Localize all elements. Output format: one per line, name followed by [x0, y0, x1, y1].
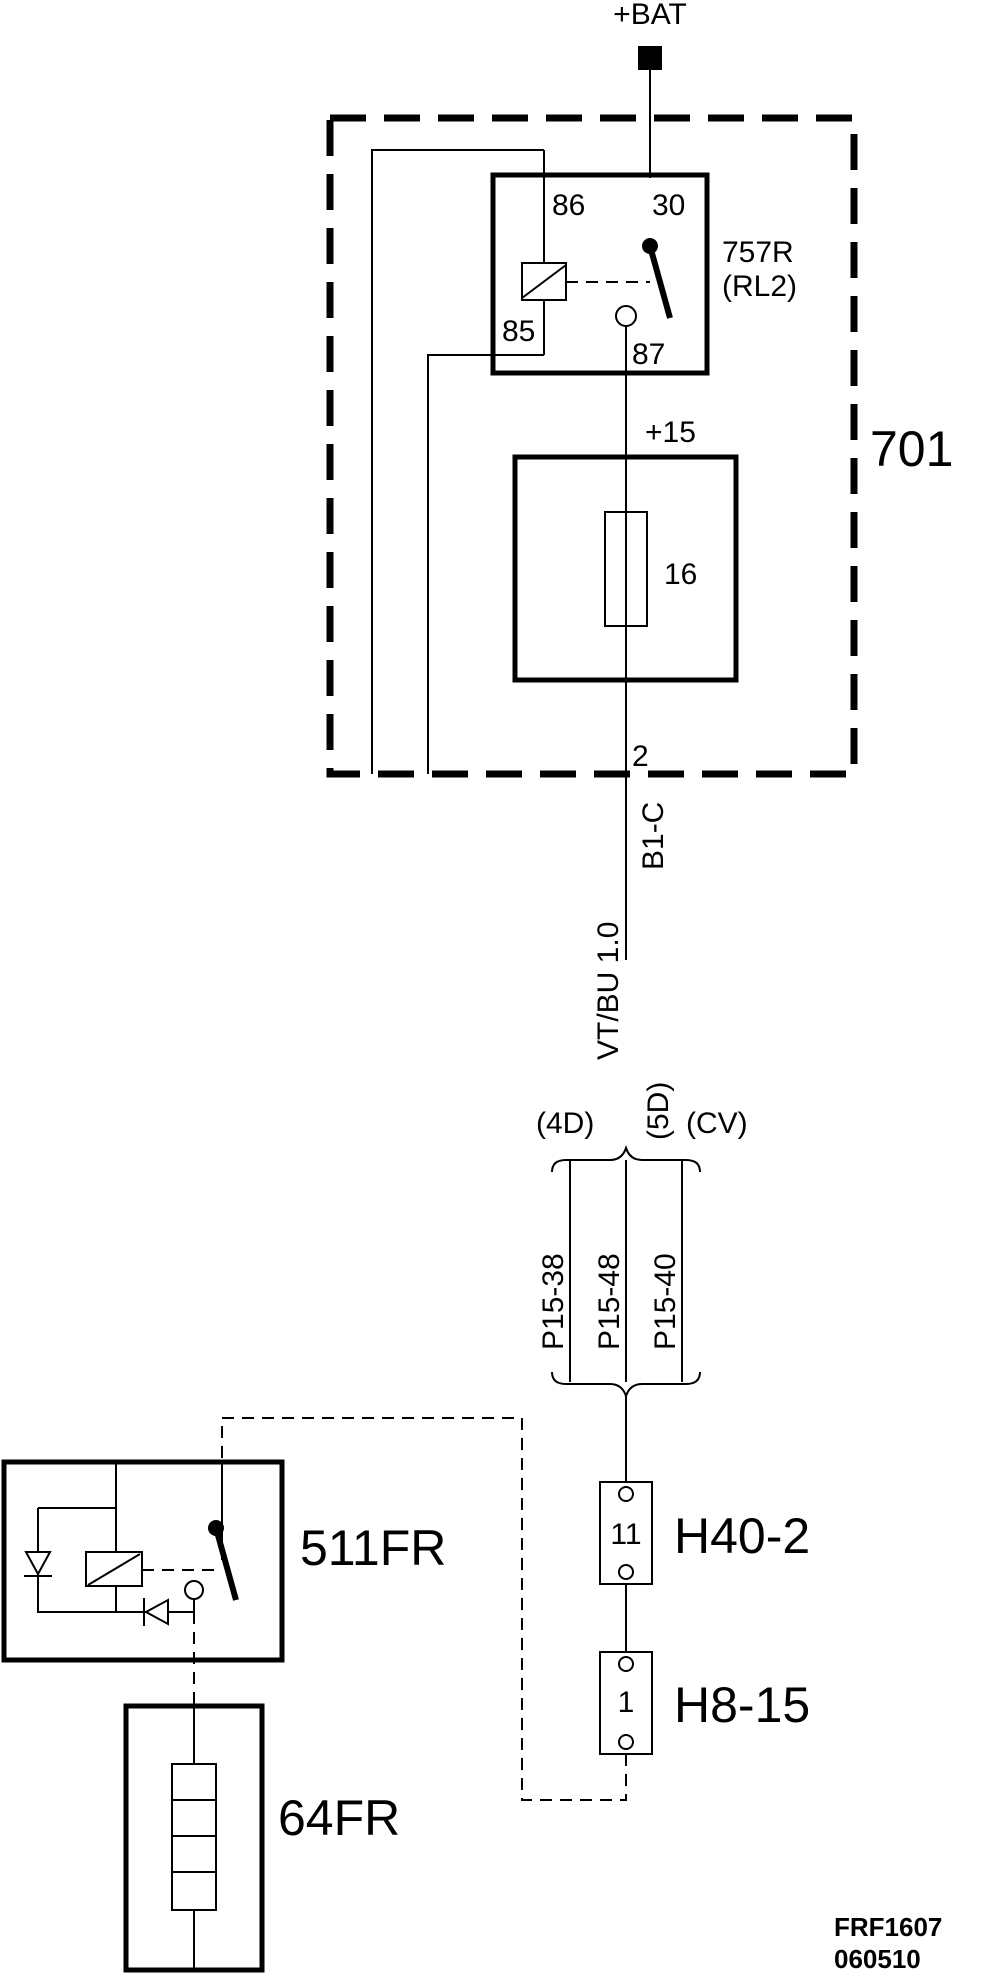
- bat-label: +BAT: [613, 0, 687, 31]
- pin-30-label: 30: [652, 189, 685, 222]
- module-701-boundary: [326, 114, 858, 778]
- connector-h8-15-pin-top: [618, 1656, 634, 1672]
- relay-511fr-box: [1, 1459, 285, 1663]
- connector-h8-15-label: H8-15: [674, 1677, 810, 1733]
- relay-511fr-diode-vertical: [24, 1551, 52, 1577]
- relay-757r-sublabel: (RL2): [722, 270, 797, 303]
- component-64fr-label: 64FR: [278, 1790, 400, 1846]
- pin-2-label: 2: [632, 740, 649, 773]
- relay-757r-label: 757R: [722, 236, 794, 269]
- wire-spec-label: VT/BU 1.0: [592, 922, 625, 1060]
- reference-code: FRF1607: [834, 1912, 942, 1942]
- wire-85-loop: [427, 354, 544, 774]
- pin-85-label: 85: [502, 315, 535, 348]
- relay-511fr-switch-arm: [213, 1527, 239, 1601]
- fuse-16-label: 16: [664, 558, 697, 591]
- connector-h40-2-pin-number: 11: [610, 1518, 641, 1551]
- relay-511fr-coil-diagonal: [87, 1553, 141, 1586]
- connector-h40-2-label: H40-2: [674, 1508, 810, 1564]
- relay-757r-coil-diagonal: [521, 264, 567, 299]
- wire-86-loop: [371, 149, 544, 774]
- p15-38-label: P15-38: [537, 1253, 570, 1350]
- variant-brace-top: [551, 1144, 701, 1173]
- relay-757r-switch-arm: [647, 245, 673, 319]
- p15-40-label: P15-40: [649, 1253, 682, 1350]
- reference-date: 060510: [834, 1944, 921, 1974]
- variant-5d-label: (5D): [642, 1082, 675, 1140]
- variant-cv-label: (CV): [686, 1107, 748, 1140]
- module-701-label: 701: [870, 421, 953, 477]
- variant-4d-label: (4D): [536, 1107, 594, 1140]
- pin-87-label: 87: [632, 338, 665, 371]
- p15-48-label: P15-48: [593, 1253, 626, 1350]
- connector-h40-2-pin-top: [618, 1486, 634, 1502]
- relay-511fr-contact: [184, 1580, 204, 1600]
- plus15-label: +15: [645, 416, 696, 449]
- connector-h40-2-pin-bottom: [618, 1564, 634, 1580]
- connector-h8-15-pin-number: 1: [618, 1686, 635, 1719]
- pin-86-label: 86: [552, 189, 585, 222]
- dashed-return-path: [221, 1417, 627, 1801]
- relay-511fr-diode-left-wire: [37, 1508, 140, 1613]
- relay-757r-box: [490, 172, 710, 376]
- connector-b1c-label: B1-C: [637, 802, 670, 870]
- relay-511fr-diode-horizontal: [143, 1598, 169, 1626]
- connector-h8-15-pin-bottom: [618, 1734, 634, 1750]
- relay-511fr-label: 511FR: [300, 1520, 446, 1576]
- relay-757r-contact-87: [615, 305, 637, 327]
- bat-terminal: [638, 46, 662, 70]
